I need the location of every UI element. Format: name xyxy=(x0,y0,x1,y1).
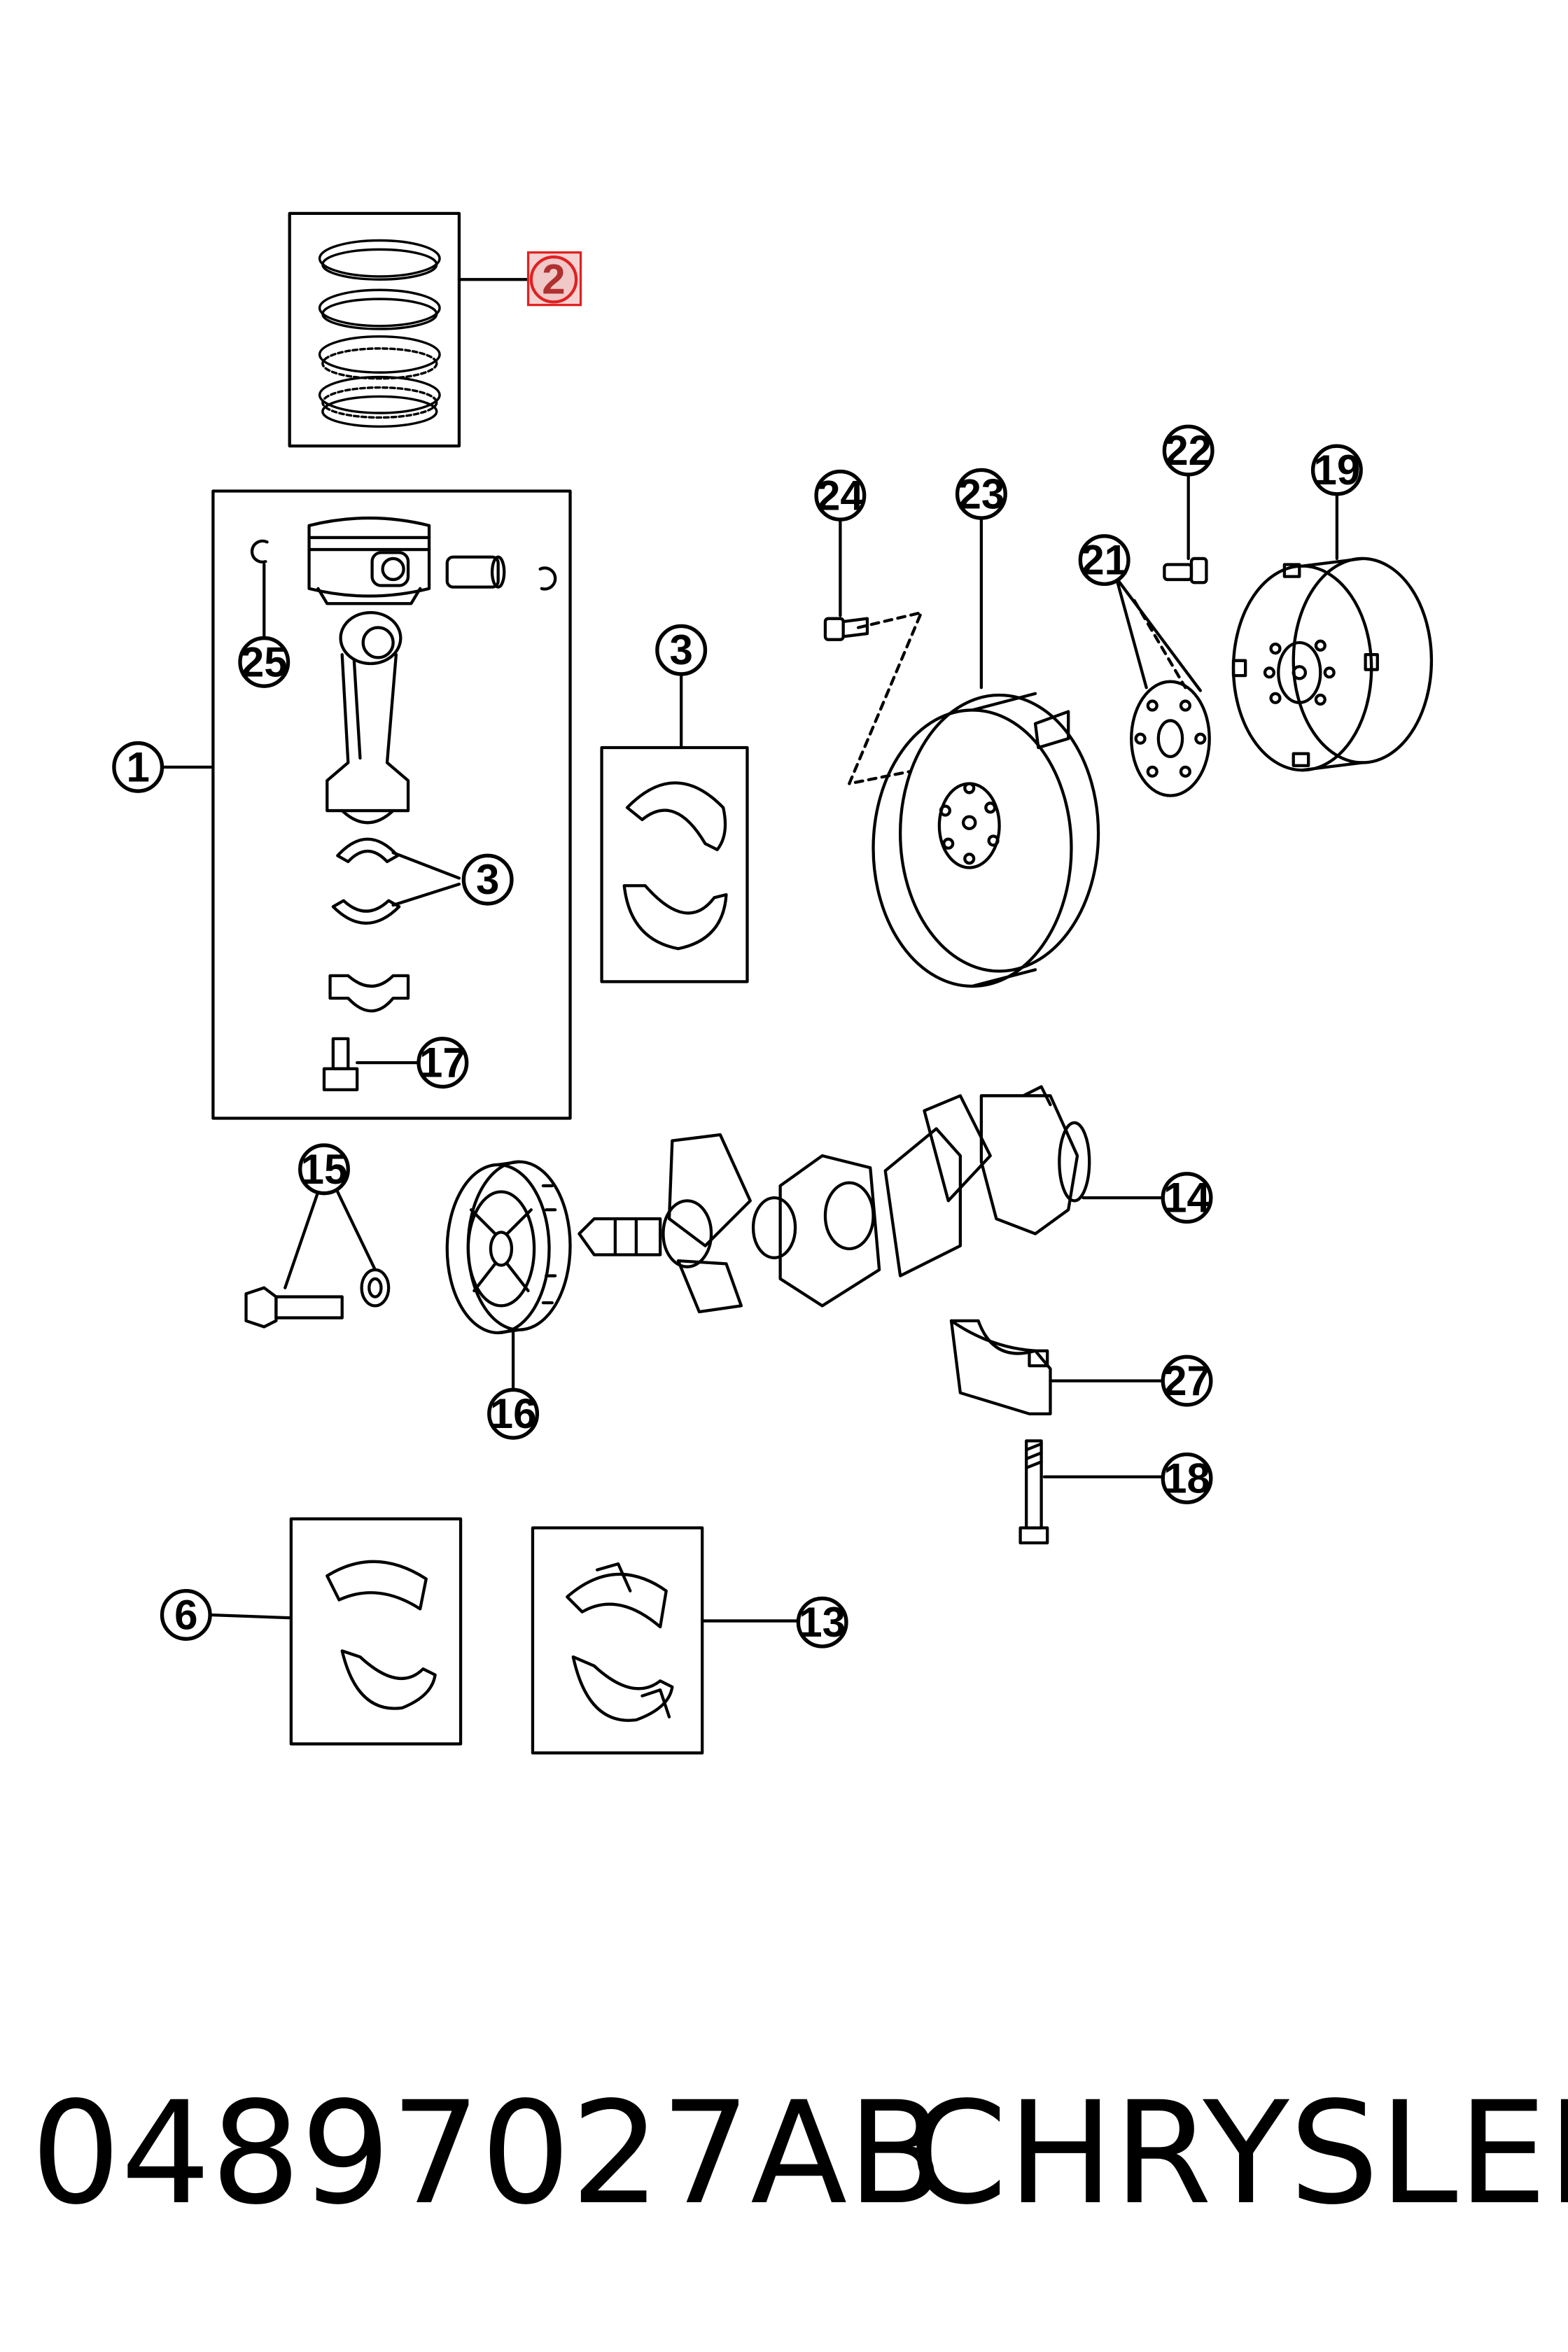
piston-pin-illustration xyxy=(445,555,506,589)
leader-line xyxy=(284,1190,320,1289)
callout-label-21: 21 xyxy=(1081,537,1128,584)
rod-cap-illustration xyxy=(328,974,410,1013)
callout-label-27: 27 xyxy=(1163,1357,1210,1404)
crankshaft-illustration xyxy=(578,1085,1091,1314)
callout-22[interactable] xyxy=(1162,424,1214,477)
callout-23[interactable] xyxy=(955,468,1007,520)
flywheel-bolt-illustration xyxy=(823,617,869,641)
callout-label-24: 24 xyxy=(817,472,864,519)
callout-label-17: 17 xyxy=(419,1040,466,1086)
callout-label-1: 1 xyxy=(127,743,150,790)
piston-ring-set-box xyxy=(288,211,461,448)
connecting-rod-illustration xyxy=(326,610,410,825)
rod-bearing-illustration xyxy=(622,781,728,951)
leader-line xyxy=(391,882,461,907)
callout-label-19: 19 xyxy=(1314,447,1361,493)
leader-dash xyxy=(1133,598,1187,690)
callout-label-3-rod: 3 xyxy=(476,856,499,903)
leader-line xyxy=(391,850,461,880)
callout-label-23: 23 xyxy=(958,470,1005,517)
flex-plate-illustration xyxy=(872,692,1100,988)
callout-14[interactable] xyxy=(1161,1172,1213,1224)
callout-17[interactable] xyxy=(416,1037,469,1089)
adapter-bolt-illustration xyxy=(1163,556,1208,584)
callout-24[interactable] xyxy=(814,469,867,522)
piston-ring-set-illustration xyxy=(318,239,441,428)
thrust-bearing-illustration xyxy=(566,1562,674,1722)
callout-label-25: 25 xyxy=(241,638,288,685)
callout-label-14: 14 xyxy=(1163,1175,1210,1222)
callout-label-2: 2 xyxy=(542,256,565,303)
callout-13[interactable] xyxy=(796,1596,848,1648)
piston-illustration xyxy=(307,516,431,606)
callout-label-16: 16 xyxy=(490,1390,537,1437)
leader-line xyxy=(1114,576,1202,692)
callout-25[interactable] xyxy=(238,636,290,688)
brand-name: CHRYSLER xyxy=(909,2071,1568,2236)
callout-label-3-box: 3 xyxy=(669,626,692,673)
callout-15[interactable] xyxy=(298,1143,350,1196)
callout-label-15: 15 xyxy=(301,1146,348,1193)
thrust-bearing-box xyxy=(531,1526,704,1755)
pin-retainer-left-illustration xyxy=(250,539,269,564)
callout-label-22: 22 xyxy=(1165,427,1212,474)
adapter-plate-illustration xyxy=(1130,680,1211,797)
callout-label-18: 18 xyxy=(1163,1455,1210,1502)
flywheel-bolt-pattern-dash xyxy=(848,610,923,785)
part-number: 04897027AB xyxy=(31,2071,944,2236)
vibration-damper-illustration xyxy=(445,1160,572,1335)
callout-1[interactable] xyxy=(112,741,164,793)
rod-bearing-shells-illustration xyxy=(331,837,401,925)
piston-rod-assembly-box xyxy=(211,489,572,1120)
main-bearing-box xyxy=(289,1517,463,1746)
callout-3-box[interactable] xyxy=(655,624,708,676)
pin-retainer-right-illustration xyxy=(538,566,557,591)
leader-line xyxy=(1114,576,1148,690)
callout-18[interactable] xyxy=(1161,1452,1213,1504)
callout-label-13: 13 xyxy=(799,1599,846,1646)
damper-bolt-illustration xyxy=(244,1286,344,1329)
callout-label-6: 6 xyxy=(174,1591,197,1638)
torque-converter-illustration xyxy=(1231,556,1434,772)
main-bearing-illustration xyxy=(326,1560,437,1710)
rod-bolt-illustration xyxy=(322,1037,359,1091)
callout-3-rod[interactable] xyxy=(461,853,514,906)
callout-21[interactable] xyxy=(1078,534,1130,587)
callout-6[interactable] xyxy=(160,1589,212,1641)
main-cap-bolt-illustration xyxy=(1018,1439,1049,1545)
leader-line xyxy=(208,1613,293,1620)
damper-washer-illustration xyxy=(360,1268,391,1308)
leader-line xyxy=(335,1187,377,1272)
callout-27[interactable] xyxy=(1161,1354,1213,1407)
rod-bearing-box xyxy=(600,746,749,983)
callout-16[interactable] xyxy=(487,1387,540,1440)
callout-2[interactable] xyxy=(526,251,582,307)
callout-19[interactable] xyxy=(1310,444,1363,496)
main-bearing-cap-illustration xyxy=(949,1319,1052,1415)
